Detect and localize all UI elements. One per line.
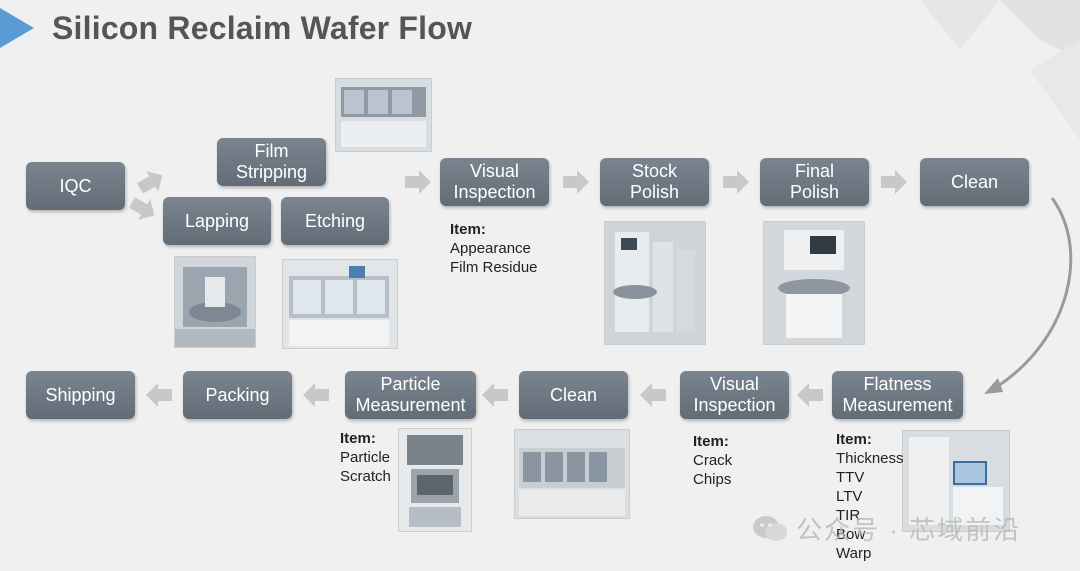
photo-final-polish-equipment bbox=[763, 221, 865, 345]
arrow-iqc-film bbox=[134, 165, 169, 199]
photo-stock-polish-equipment bbox=[604, 221, 706, 345]
photo-film-stripping-equipment bbox=[335, 78, 432, 152]
step-visual-inspection-bottom: Visual Inspection bbox=[680, 371, 789, 419]
step-particle-measurement: Particle Measurement bbox=[345, 371, 476, 419]
items-visual-inspection-bottom: Item: Crack Chips bbox=[693, 433, 733, 488]
photo-clean-bottom-equipment bbox=[514, 429, 630, 519]
photo-lapping-equipment bbox=[174, 256, 256, 348]
photo-flatness-measurement-equipment bbox=[902, 430, 1010, 532]
arrow-to-clean-bottom bbox=[640, 383, 666, 407]
step-visual-inspection-top: Visual Inspection bbox=[440, 158, 549, 206]
step-clean-top: Clean bbox=[920, 158, 1029, 206]
arrow-to-stock bbox=[563, 170, 589, 194]
wechat-icon bbox=[753, 515, 787, 541]
arrow-to-final bbox=[723, 170, 749, 194]
arrow-to-visual-bottom bbox=[797, 383, 823, 407]
arrow-to-clean-top bbox=[881, 170, 907, 194]
title-accent-triangle bbox=[0, 8, 34, 48]
arrow-to-shipping bbox=[146, 383, 172, 407]
arrow-to-visual-top bbox=[405, 170, 431, 194]
arrow-to-packing bbox=[303, 383, 329, 407]
step-shipping: Shipping bbox=[26, 371, 135, 419]
watermark: 公众号 · 芯域前沿 bbox=[752, 510, 1021, 547]
arrow-to-particle bbox=[482, 383, 508, 407]
items-visual-inspection-top: Item: Appearance Film Residue bbox=[450, 221, 538, 276]
step-final-polish: Final Polish bbox=[760, 158, 869, 206]
step-iqc: IQC bbox=[26, 162, 125, 210]
step-film-stripping: Film Stripping bbox=[217, 138, 326, 186]
items-flatness-measurement: Item: Thickness TTV LTV TIR Bow Warp bbox=[836, 431, 904, 562]
step-etching: Etching bbox=[281, 197, 389, 245]
step-packing: Packing bbox=[183, 371, 292, 419]
step-stock-polish: Stock Polish bbox=[600, 158, 709, 206]
page-title: Silicon Reclaim Wafer Flow bbox=[52, 10, 473, 46]
arrow-iqc-lapping bbox=[126, 192, 161, 226]
step-clean-bottom: Clean bbox=[519, 371, 628, 419]
arrow-curve-down bbox=[994, 197, 1073, 390]
step-flatness-measurement: Flatness Measurement bbox=[832, 371, 963, 419]
photo-particle-measurement-equipment bbox=[398, 428, 472, 532]
items-particle-measurement: Item: Particle Scratch bbox=[340, 430, 391, 485]
background-decoration bbox=[920, 0, 1080, 140]
step-lapping: Lapping bbox=[163, 197, 271, 245]
watermark-text: 公众号 · 芯域前沿 bbox=[796, 515, 1022, 545]
photo-etching-equipment bbox=[282, 259, 398, 349]
